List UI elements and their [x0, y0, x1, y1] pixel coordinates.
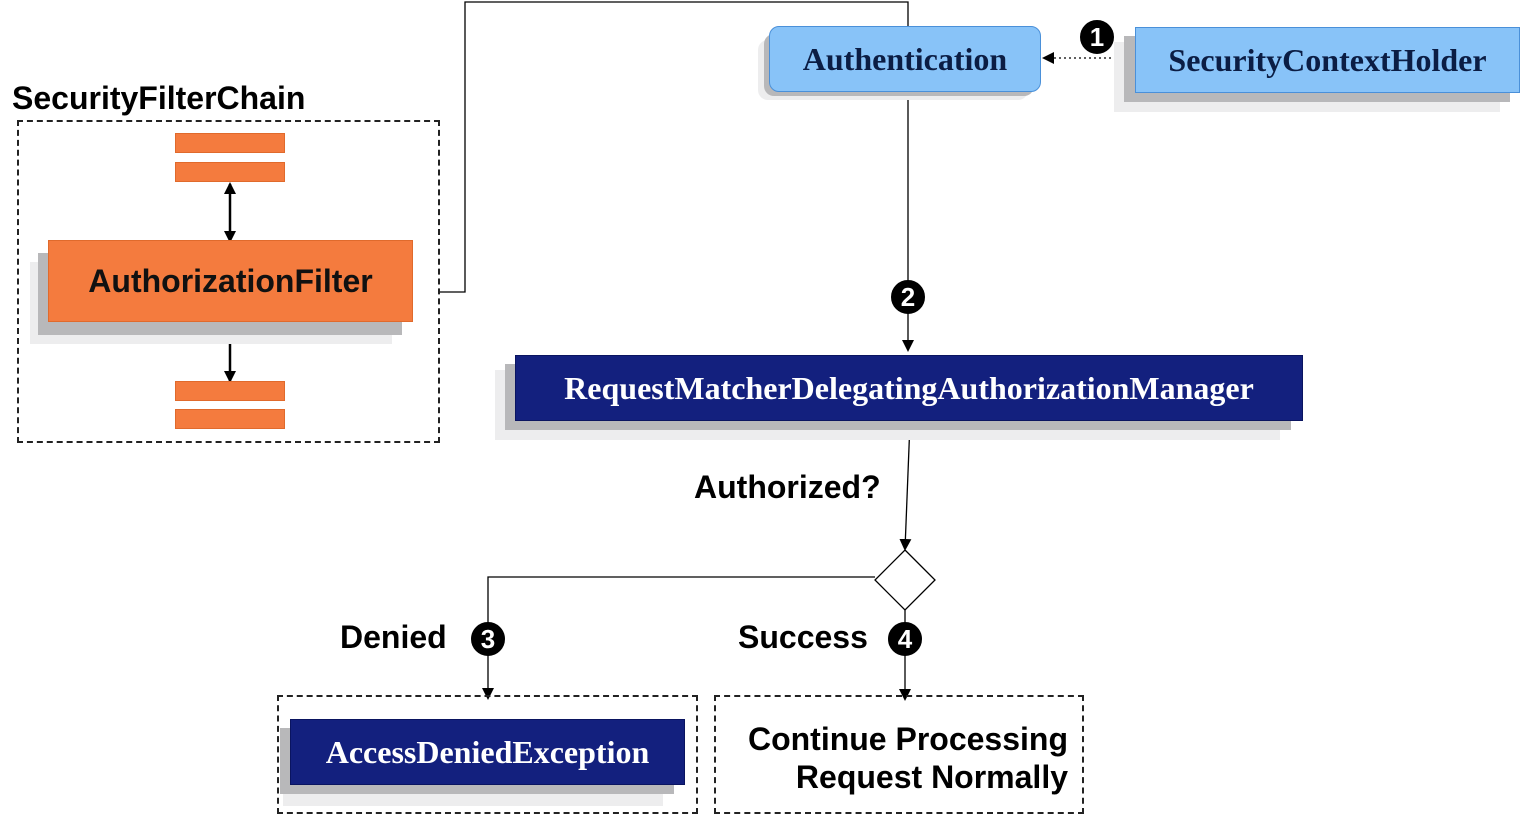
denied-label: Denied: [340, 619, 447, 655]
security-context-holder-label: SecurityContextHolder: [1168, 41, 1487, 78]
step-3-badge: 3: [471, 622, 505, 656]
decision-diamond: [874, 549, 936, 611]
security-context-holder-box: SecurityContextHolder: [1135, 27, 1520, 93]
success-label: Success: [738, 619, 868, 655]
denied-container: [277, 695, 698, 814]
authorization-manager-label: RequestMatcherDelegatingAuthorizationMan…: [564, 369, 1254, 406]
continue-line-2: Request Normally: [795, 759, 1068, 795]
authorized-question-label: Authorized?: [694, 469, 881, 505]
filter-to-authentication-line: [440, 1, 909, 293]
step-4-badge: 4: [888, 622, 922, 656]
continue-processing-text: Continue Processing Request Normally: [716, 720, 1068, 796]
authentication-label: Authentication: [802, 40, 1008, 77]
authorization-filter-label: AuthorizationFilter: [88, 262, 373, 299]
access-denied-exception-label: AccessDeniedException: [325, 733, 650, 770]
step-2-badge: 2: [891, 280, 925, 314]
authorization-manager-box: RequestMatcherDelegatingAuthorizationMan…: [515, 355, 1303, 421]
security-filter-chain-title: SecurityFilterChain: [12, 80, 306, 116]
authorization-filter-box: AuthorizationFilter: [48, 240, 413, 322]
security-filter-chain-container: [17, 120, 440, 443]
filter-bar: [175, 133, 285, 153]
continue-line-1: Continue Processing: [747, 721, 1068, 757]
filter-bar: [175, 162, 285, 182]
denied-branch-arrow: [482, 576, 875, 700]
authentication-box: Authentication: [769, 26, 1041, 92]
manager-to-decision-arrow: [899, 421, 912, 551]
success-container: [714, 695, 1084, 814]
filter-bar: [175, 381, 285, 401]
filter-bar: [175, 409, 285, 429]
access-denied-exception-box: AccessDeniedException: [290, 719, 685, 785]
step-1-badge: 1: [1080, 20, 1114, 54]
